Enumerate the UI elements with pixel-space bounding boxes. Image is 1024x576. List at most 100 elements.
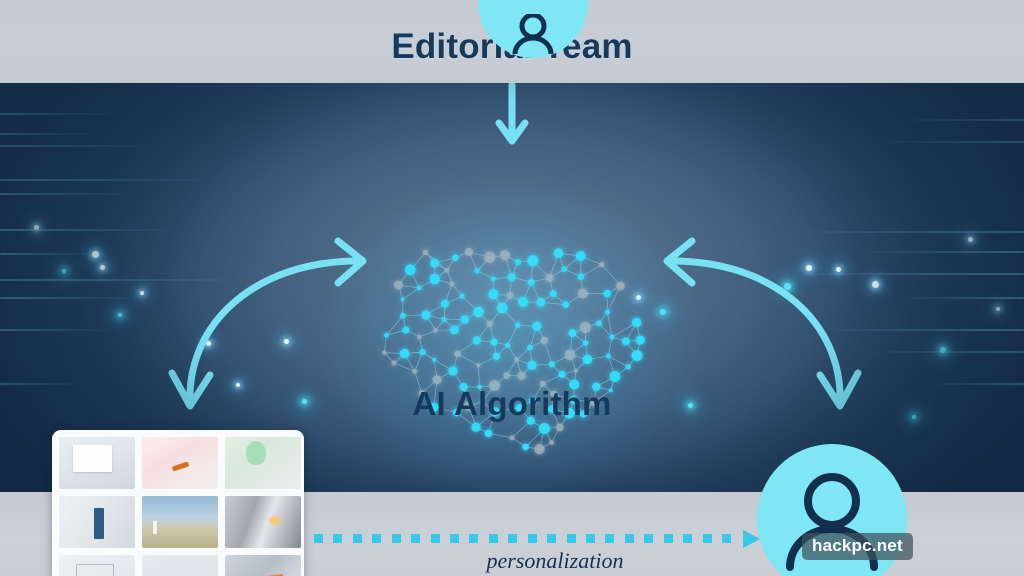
streak-line [904,119,1024,121]
personalization-label: personalization [486,548,624,573]
network-edge [383,335,387,353]
network-node [527,344,533,351]
streak-line [0,279,240,281]
network-node [564,349,576,361]
flow-dash [411,534,421,543]
streak-line [800,231,1024,233]
flow-dash [333,534,343,543]
whiteboard-desk-photo[interactable] [59,437,135,489]
interior-room-photo[interactable] [59,496,135,548]
plain-gray-photo[interactable] [142,555,218,576]
network-edge [580,264,603,277]
streak-line [884,141,1024,143]
network-node [555,423,564,432]
beach-landscape-photo[interactable] [142,496,218,548]
network-node [599,261,605,268]
network-node [448,366,458,376]
photo-grid-rows [59,437,301,576]
network-node [450,325,459,335]
streak-line [860,251,1024,253]
network-node [561,266,567,272]
network-edge [477,365,481,387]
network-node [603,289,611,298]
network-node [490,276,496,282]
network-node [518,296,529,307]
network-node [402,326,410,334]
streak-line [870,351,1024,353]
flow-dash [527,534,537,543]
network-edge [393,362,415,372]
network-node [609,334,615,340]
network-node [454,350,461,358]
network-node [532,321,542,331]
watermark-badge: hackpc.net [802,533,913,560]
network-node [577,288,588,299]
network-node [509,435,515,441]
network-node [492,352,501,360]
green-craft-photo[interactable] [225,437,301,489]
tools-orange-photo[interactable] [225,555,301,576]
network-node [422,249,429,256]
glow-dot [92,251,99,258]
flow-dash [586,534,595,543]
streak-line [0,253,96,255]
network-node [486,320,494,328]
streak-line [0,133,96,135]
network-node [635,335,645,345]
streak-line [0,329,110,331]
glow-dot [836,267,841,272]
network-node [449,281,455,287]
network-node [515,322,521,328]
network-node [391,360,397,366]
network-node [421,310,431,320]
network-node [429,273,440,285]
streak-line [0,297,140,299]
sketch-drawing-photo[interactable] [59,555,135,576]
metal-surface-photo[interactable] [225,496,301,548]
flow-dash [488,534,498,543]
network-node [616,281,625,291]
glow-dot [34,225,39,230]
network-node [536,297,546,307]
glow-dot [968,237,973,242]
network-node [496,302,508,314]
network-node [473,306,484,318]
network-edge [402,287,420,300]
content-photo-grid[interactable] [52,430,304,576]
network-node [490,338,498,346]
flow-dash [644,534,654,543]
network-node [625,363,631,370]
glow-dot [140,291,144,295]
network-node [433,328,438,333]
network-node [582,354,593,365]
flow-dash [566,534,576,543]
network-node [432,357,437,362]
flow-dash [722,534,731,543]
streak-line [0,229,175,231]
network-node [432,375,442,385]
network-node [393,280,403,290]
network-edge [607,337,613,357]
network-node [441,316,447,323]
network-node [444,267,450,273]
flow-dash [430,534,440,543]
glow-dot [940,347,946,353]
top-person-glyph [512,14,554,54]
network-node [595,320,602,327]
hands-crafting-photo[interactable] [142,437,218,489]
flow-dash [450,534,459,543]
network-node [534,443,545,455]
streak-line [790,273,1024,275]
network-node [488,289,499,300]
flow-dash [663,534,673,543]
network-node [416,285,422,291]
network-node [464,247,473,257]
network-node [527,278,535,286]
network-node [577,273,585,280]
brain-network-svg [382,247,645,455]
network-node [506,291,514,300]
flow-dash [702,534,712,543]
network-node [548,361,555,368]
dotted-flow-arrow-icon [310,530,760,548]
